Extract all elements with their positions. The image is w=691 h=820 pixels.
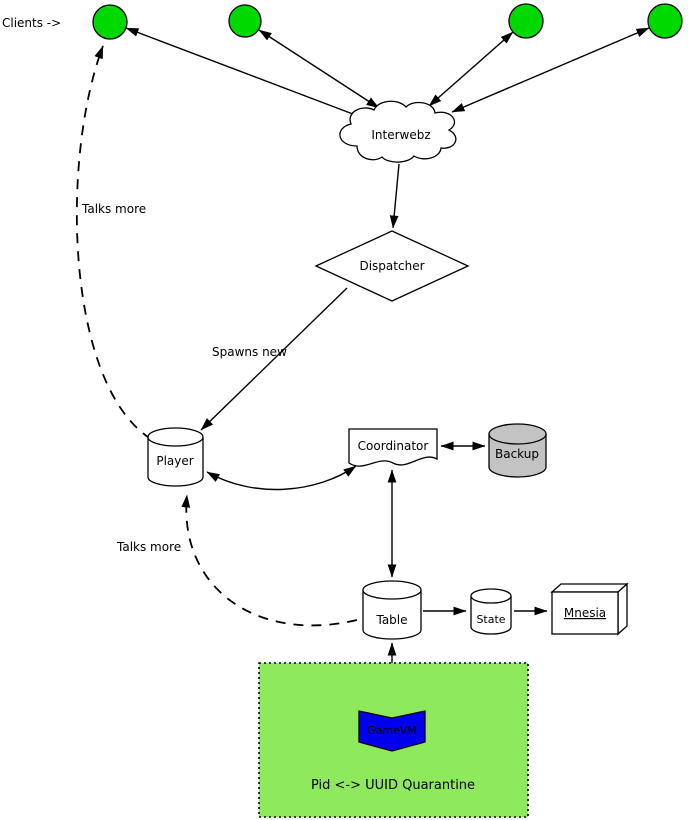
backup-label: Backup xyxy=(495,447,539,461)
interwebz-label: Interwebz xyxy=(371,128,430,142)
coordinator-node: Coordinator xyxy=(348,428,438,467)
edge-interwebz-dispatcher xyxy=(389,163,400,229)
document-shape xyxy=(348,428,438,467)
edge-client4-interwebz xyxy=(451,27,650,113)
cylinder-lid xyxy=(488,423,547,445)
edge-client2-interwebz xyxy=(258,29,380,109)
quarantine-label: Pid <-> UUID Quarantine xyxy=(311,778,475,793)
state-node: State xyxy=(470,588,512,635)
cylinder-body xyxy=(362,590,422,640)
box3d-side xyxy=(617,582,628,636)
client-node-3 xyxy=(508,3,544,39)
edge-player-client-talks-more xyxy=(75,45,152,440)
edge-dispatcher-player xyxy=(200,287,348,431)
backup-node: Backup xyxy=(488,423,547,478)
cylinder-body xyxy=(470,596,512,635)
dispatcher-node: Dispatcher xyxy=(314,230,470,302)
cylinder-lid xyxy=(470,588,512,604)
edge-player-coordinator xyxy=(206,465,357,491)
mnesia-label: Mnesia xyxy=(564,606,606,620)
gamevm-node: GameVM xyxy=(358,710,426,752)
talks-more-player-label: Talks more xyxy=(116,540,181,554)
table-label: Table xyxy=(375,613,407,627)
talks-more-client-label: Talks more xyxy=(81,202,146,216)
edges xyxy=(75,27,650,705)
cylinder-body xyxy=(488,434,547,478)
mnesia-node: Mnesia xyxy=(550,582,629,636)
clients-label: Clients -> xyxy=(2,16,61,30)
state-label: State xyxy=(476,613,505,626)
gamevm-shape xyxy=(358,710,426,752)
coordinator-label: Coordinator xyxy=(358,439,429,453)
client-node-4 xyxy=(647,3,683,39)
box3d-front xyxy=(551,591,619,635)
client-node-1 xyxy=(92,4,128,40)
dispatcher-label: Dispatcher xyxy=(359,259,424,273)
cylinder-lid xyxy=(147,427,204,447)
box3d-top xyxy=(550,583,629,593)
cylinder-body xyxy=(147,437,204,487)
spawns-new-label: Spawns new xyxy=(212,345,287,359)
cylinder-lid xyxy=(362,580,422,600)
edge-client3-interwebz xyxy=(428,31,514,107)
cloud-icon xyxy=(339,100,457,163)
diamond-shape xyxy=(314,230,470,302)
table-node: Table xyxy=(362,580,422,640)
gamevm-label: GameVM xyxy=(367,724,417,737)
client-node-2 xyxy=(228,4,262,38)
player-node: Player xyxy=(147,427,204,487)
edge-client1-interwebz xyxy=(125,27,367,120)
edge-table-player-talks-more xyxy=(181,494,358,627)
player-label: Player xyxy=(156,454,193,468)
interwebz-node: Interwebz xyxy=(339,100,457,163)
